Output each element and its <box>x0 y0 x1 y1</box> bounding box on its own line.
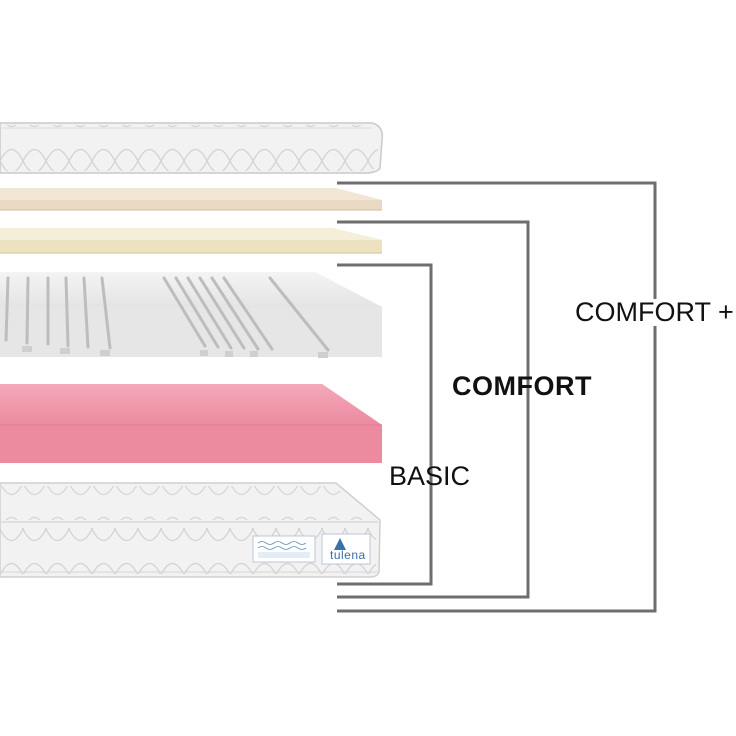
comfort-plus-label: COMFORT + <box>573 297 736 327</box>
care-label <box>252 535 316 563</box>
brand-label <box>321 533 371 565</box>
zoned-foam-layer <box>0 272 382 358</box>
memory-foam-layer <box>0 228 382 254</box>
comfort-label: COMFORT <box>452 371 592 401</box>
bottom-cover-layer <box>0 482 381 578</box>
brand-logo-icon <box>334 538 346 550</box>
top-cover-layer <box>0 122 384 174</box>
basic-label: BASIC <box>389 461 471 491</box>
latex-layer <box>0 188 382 211</box>
comfort-plus-bracket <box>337 181 657 613</box>
comfort-bracket <box>337 220 530 599</box>
brand-name: tulena <box>330 548 366 562</box>
pink-foam-layer <box>0 384 382 463</box>
basic-bracket <box>337 263 433 586</box>
